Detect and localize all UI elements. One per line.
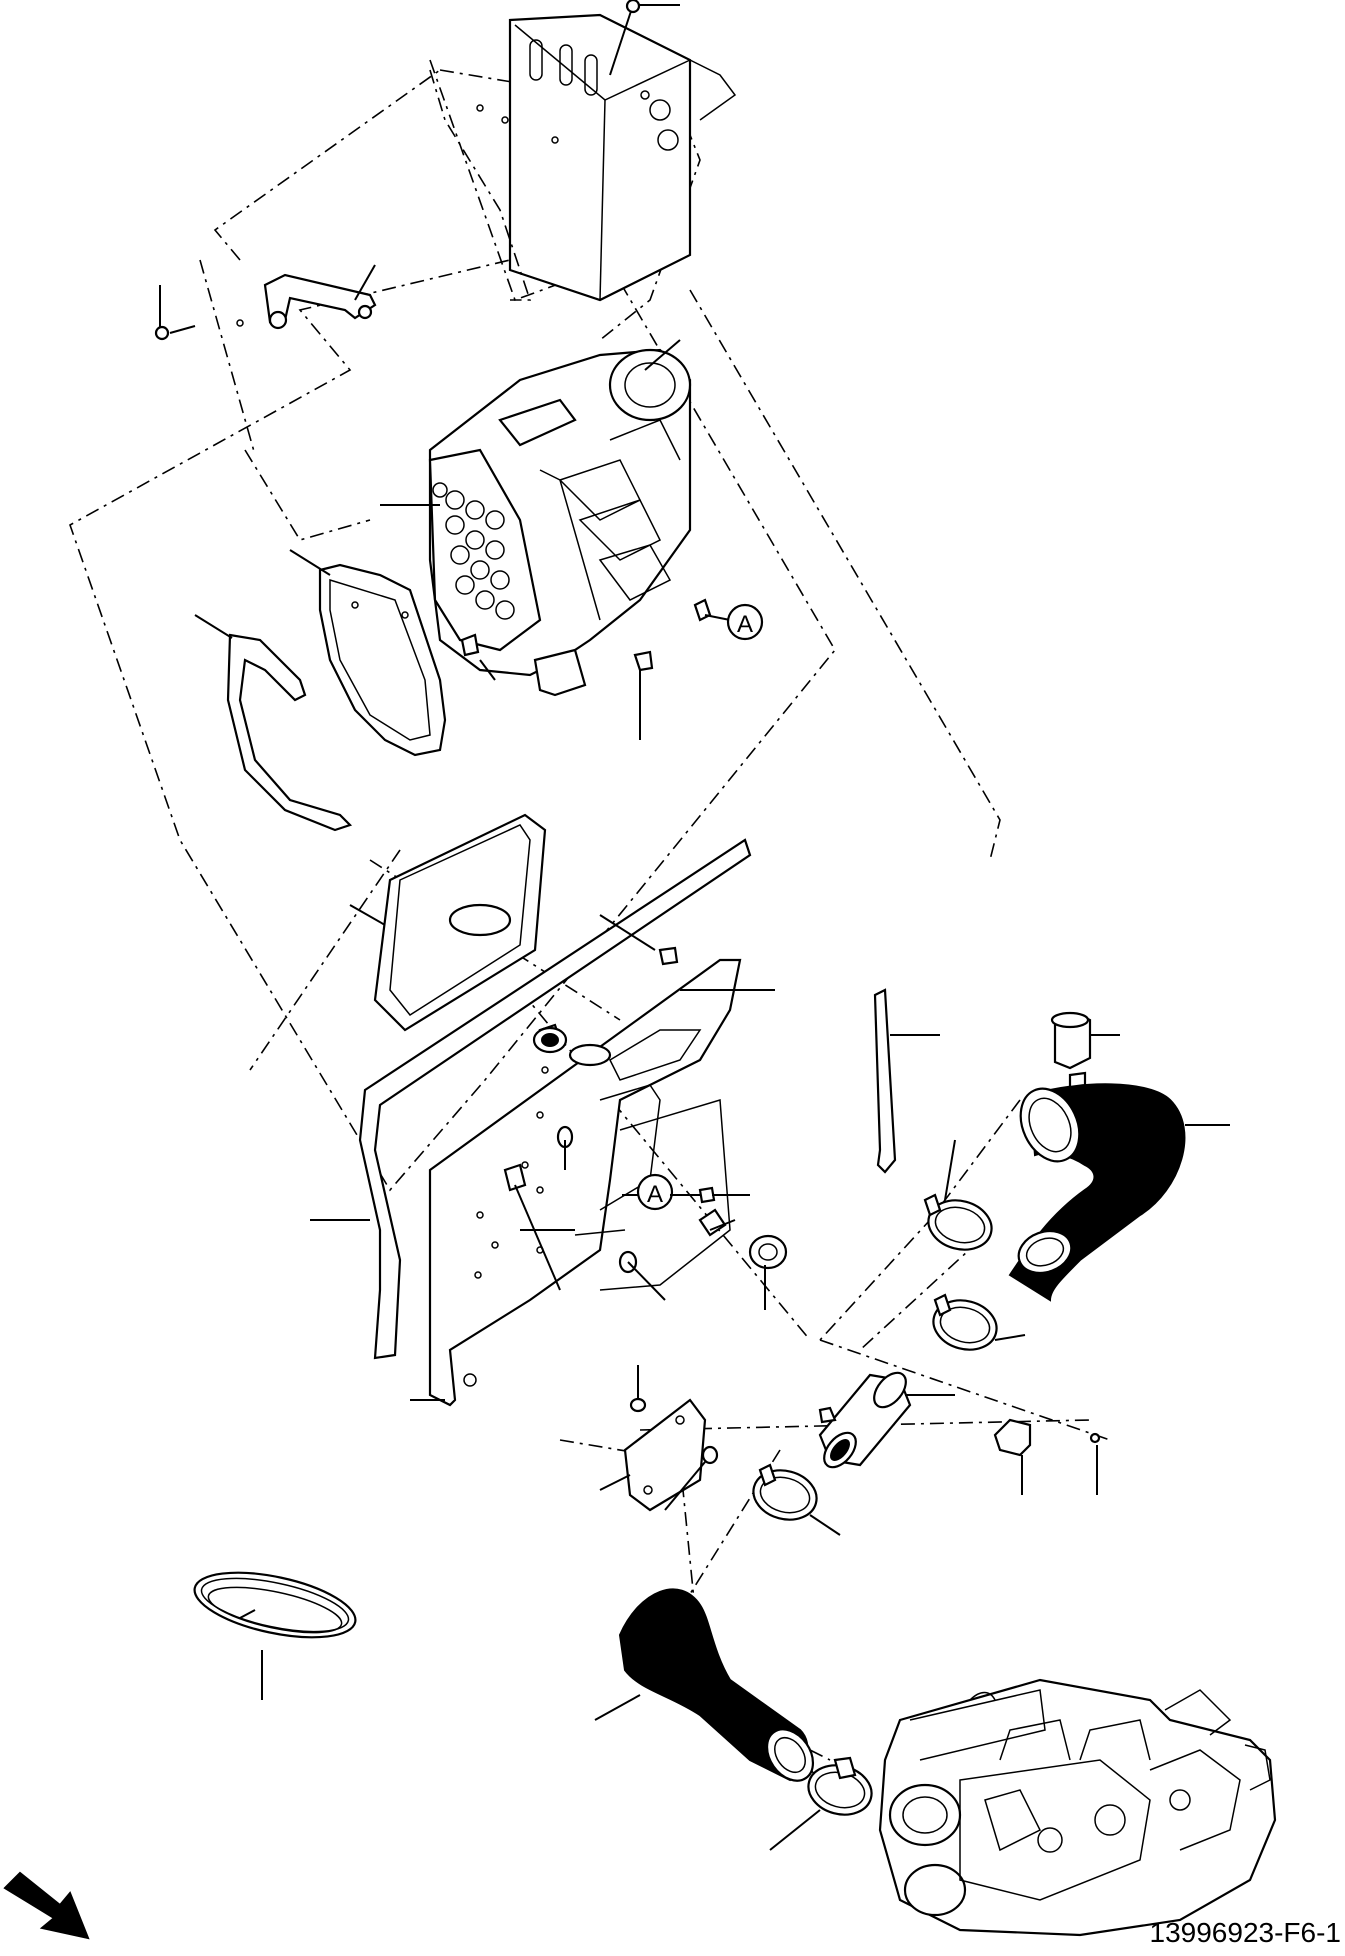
air-cleaner-assembly: A <box>380 339 764 740</box>
rear-cover-panel <box>429 69 559 301</box>
sensor-bracket <box>599 1365 719 1512</box>
protective-cap <box>1050 1011 1120 1070</box>
dashed-assembly-lines <box>69 59 1111 1781</box>
foam-gasket <box>349 813 547 1032</box>
hook-bracket <box>154 264 377 341</box>
pre-cleaner-cover <box>289 549 447 757</box>
main-mounting-plate <box>410 958 775 1407</box>
drawing-number: 13996923-F6-1 <box>1149 1917 1341 1948</box>
coiled-hose <box>193 1571 357 1700</box>
callout-a-lower: A <box>647 1181 663 1208</box>
callout-a-upper: A <box>737 611 753 638</box>
filter-element-holes <box>432 482 515 620</box>
vertical-seal-strip <box>873 988 940 1174</box>
large-grommet <box>748 1234 788 1310</box>
long-seal-strip <box>310 838 752 1360</box>
grommet <box>532 1026 568 1054</box>
upper-elbow-hose <box>1008 1071 1230 1302</box>
engine-block <box>878 1678 1277 1937</box>
seal-strap <box>194 614 353 832</box>
lower-elbow-hose <box>594 1588 815 1782</box>
plate-fasteners: A <box>503 1125 750 1301</box>
bolt-upper <box>599 914 679 966</box>
upper-mounting-bracket <box>508 0 737 302</box>
sensor-adapter-tube <box>818 1371 955 1469</box>
direction-arrow-icon <box>3 1871 90 1940</box>
maf-sensor <box>993 1418 1101 1495</box>
hose-clamps <box>752 1139 1026 1851</box>
